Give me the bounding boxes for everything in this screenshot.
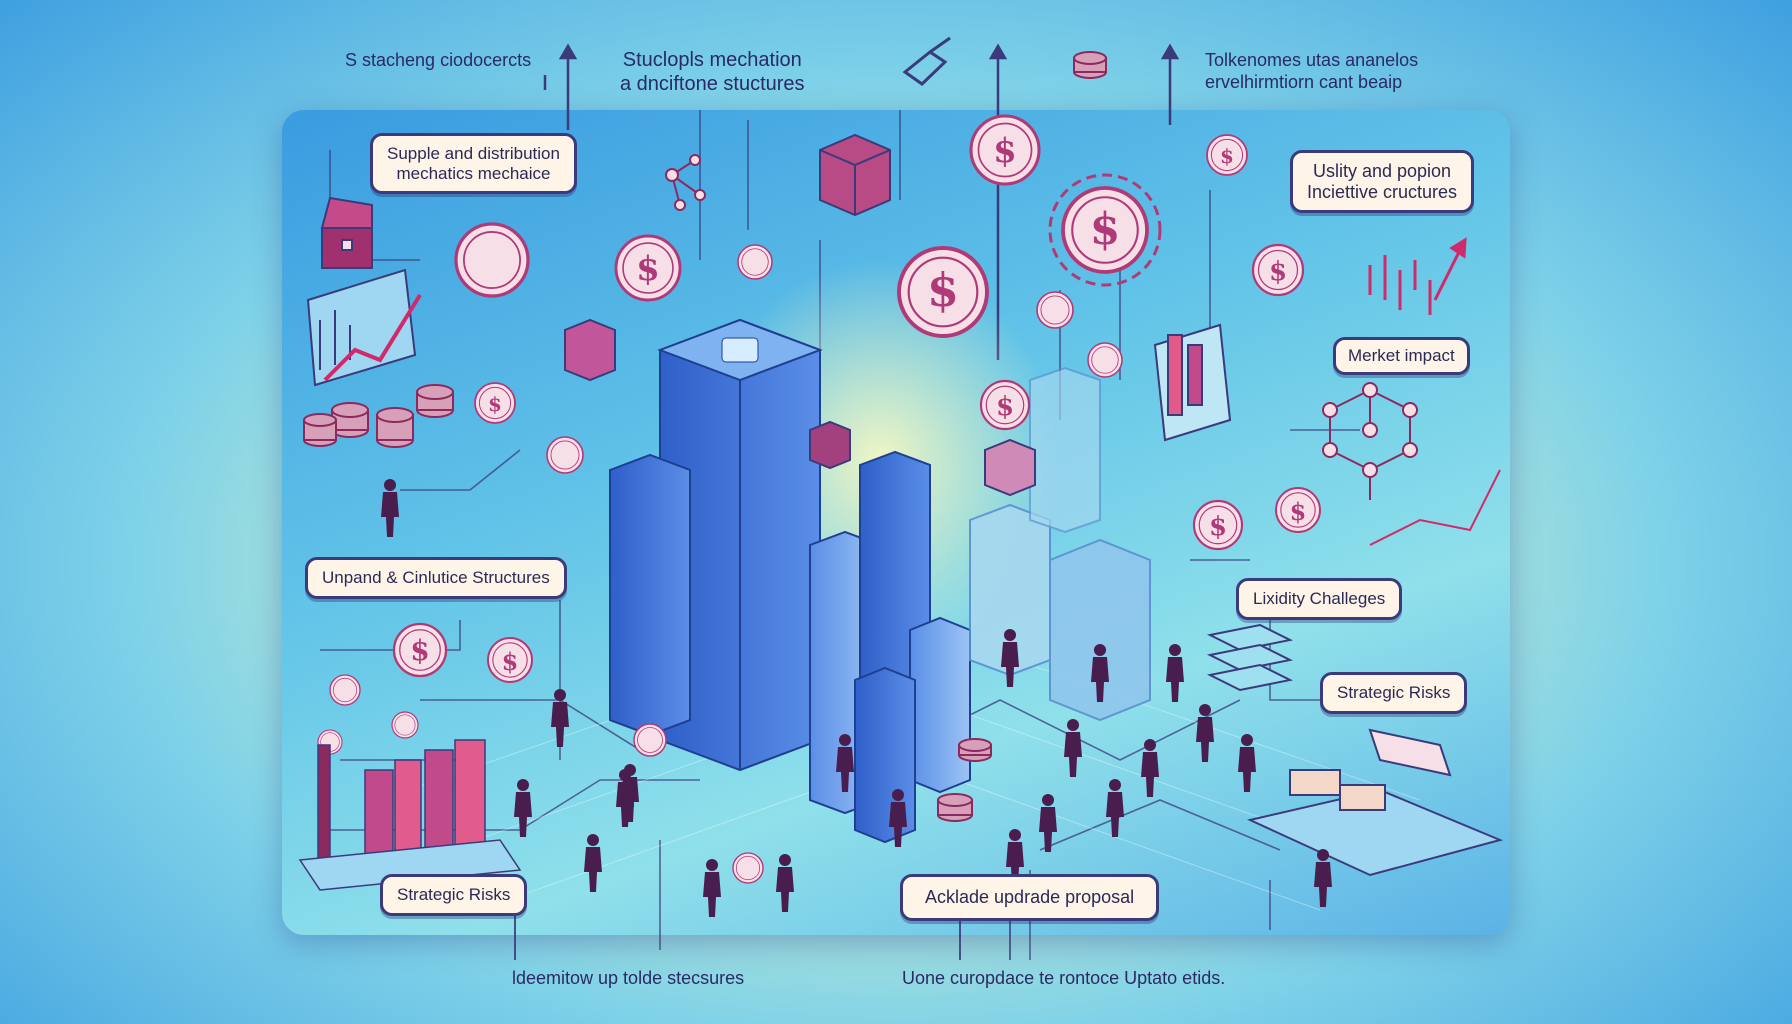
trend-arrow-icon <box>1368 237 1501 546</box>
building-left <box>609 453 691 737</box>
coin-symbol: $ <box>502 647 519 676</box>
building-right <box>969 366 1151 722</box>
label-market-impact: Merket impact <box>1333 337 1470 375</box>
label-strategic-risks-left: Strategic Risks <box>380 874 528 916</box>
coin-symbol: $ <box>996 392 1014 422</box>
caption-top-right: Tolkenomes utas ananelos ervelhirmtiorn … <box>1205 50 1418 93</box>
coin-symbols: $ $ $ $ $ $ $ $ $ $ $ $ <box>410 131 1306 676</box>
coin-symbol: $ <box>1290 497 1307 526</box>
coin-symbol: $ <box>1209 512 1227 542</box>
gear-icon <box>1048 173 1162 287</box>
label-upgrade-proposal: Acklade updrade proposal <box>900 874 1160 921</box>
bar-chart-icon <box>306 268 422 387</box>
label-strategic-risks-right: Strategic Risks <box>1320 672 1468 714</box>
label-supply-distribution-line1: Supple and distribution <box>387 144 560 163</box>
desk-icon <box>1246 728 1504 877</box>
stack-icon <box>1206 623 1294 692</box>
label-supply-distribution: Supple and distribution mechatics mechai… <box>370 133 577 195</box>
caption-top-right-line1: Tolkenomes utas ananelos <box>1205 50 1419 70</box>
label-utility-incentive-line1: Uslity and popion <box>1312 161 1452 181</box>
top-arrows <box>543 43 1180 360</box>
bar-chart-icon <box>1153 323 1232 442</box>
skyscraper-icon <box>657 318 823 772</box>
coin-symbol: $ <box>1090 204 1121 255</box>
coin-symbol: $ <box>636 249 660 289</box>
label-supply-distribution-line2: mechatics mechaice <box>396 163 551 183</box>
coin-symbol: $ <box>927 263 959 317</box>
label-utility-incentive: Uslity and popion Inciettive cructures <box>1290 150 1475 214</box>
caption-top-right-line2: ervelhirmtiorn cant beaip <box>1205 71 1403 92</box>
label-unpand-structures: Unpand & Cinlutice Structures <box>305 557 567 599</box>
caption-top-center: Stuclopls mechation a dnciftone stucture… <box>620 48 805 96</box>
coin-stack-icon <box>303 51 1107 822</box>
coin-symbol: $ <box>410 634 429 667</box>
building-mid <box>809 450 971 844</box>
caption-top-left: S stacheng ciodocercts <box>345 50 532 70</box>
label-utility-incentive-line2: Inciettive cructures <box>1307 181 1458 202</box>
label-liquidity-challenges: Lixidity Challeges <box>1236 578 1403 620</box>
coin-symbol: $ <box>993 131 1017 171</box>
network-node-icon <box>665 154 1418 500</box>
coin-symbol: $ <box>1220 144 1234 168</box>
caption-top-center-line2: a dnciftone stuctures <box>620 73 805 95</box>
coin-symbol: $ <box>1269 257 1287 287</box>
caption-top-center-line1: Stuclopls mechation <box>622 49 802 71</box>
caption-bottom-left: ldeemitow up tolde stecsures <box>512 968 745 988</box>
treasure-chest-icon <box>320 196 373 269</box>
coin-symbol: $ <box>488 392 502 416</box>
caption-bottom-right: Uone curopdace te rontoce Uptato etids. <box>902 968 1226 988</box>
key-icon <box>902 36 951 86</box>
bar-chart-icon <box>298 739 522 891</box>
cube-icon <box>564 133 1036 497</box>
